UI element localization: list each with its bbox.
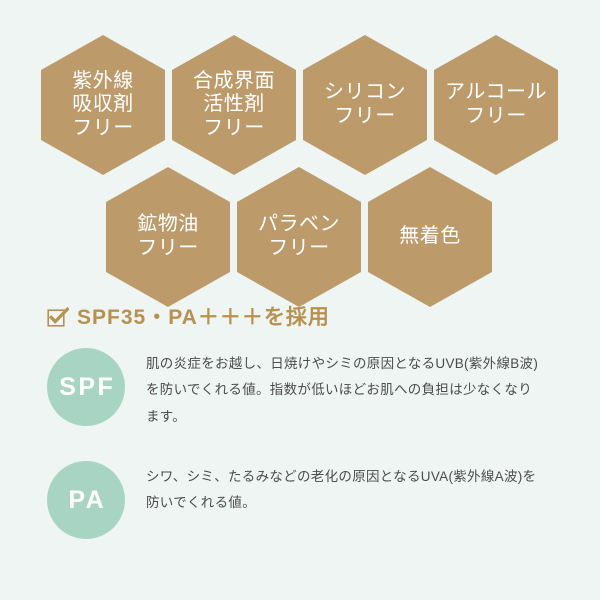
hex-badge-label: パラベン フリー — [258, 213, 340, 259]
hex-badge-label: 合成界面 活性剤 フリー — [193, 69, 275, 139]
spf-pa-heading: SPF35・PA＋＋＋を採用 — [47, 306, 330, 328]
info-description-pa: シワ、シミ、たるみなどの老化の原因となるUVA(紫外線A波)を防いでくれる値。 — [146, 469, 537, 511]
badge-circle-pa: PA — [47, 461, 125, 539]
hex-badge-synthetic-surfactant-free: 合成界面 活性剤 フリー — [172, 35, 296, 175]
hex-badge-label: シリコン フリー — [324, 81, 406, 127]
hex-badge-mineral-oil-free: 鉱物油 フリー — [106, 167, 230, 307]
badge-circle-spf: SPF — [47, 348, 125, 426]
free-from-hexagon-grid: 紫外線 吸収剤 フリー 合成界面 活性剤 フリー シリコン フリー アルコール … — [0, 0, 600, 307]
hex-badge-label: 無着色 — [399, 225, 461, 248]
hex-badge-no-coloring: 無着色 — [368, 167, 492, 307]
hex-badge-silicone-free: シリコン フリー — [303, 35, 427, 175]
info-row-spf: SPF 肌の炎症をお越し、日焼けやシミの原因となるUVB(紫外線B波)を防いでく… — [47, 348, 541, 430]
hex-badge-label: 紫外線 吸収剤 フリー — [72, 69, 134, 139]
hex-badge-label: アルコール フリー — [445, 81, 547, 127]
info-row-pa: PA シワ、シミ、たるみなどの老化の原因となるUVA(紫外線A波)を防いでくれる… — [47, 461, 541, 539]
hex-badge-paraben-free: パラベン フリー — [237, 167, 361, 307]
spf-pa-heading-text: SPF35・PA＋＋＋を採用 — [77, 305, 330, 329]
hex-badge-alcohol-free: アルコール フリー — [434, 35, 558, 175]
hex-badge-uv-absorber-free: 紫外線 吸収剤 フリー — [41, 35, 165, 175]
hex-badge-label: 鉱物油 フリー — [137, 213, 199, 259]
info-description-spf: 肌の炎症をお越し、日焼けやシミの原因となるUVB(紫外線B波)を防いでくれる値。… — [146, 356, 539, 424]
checkbox-checked-icon — [47, 306, 70, 328]
